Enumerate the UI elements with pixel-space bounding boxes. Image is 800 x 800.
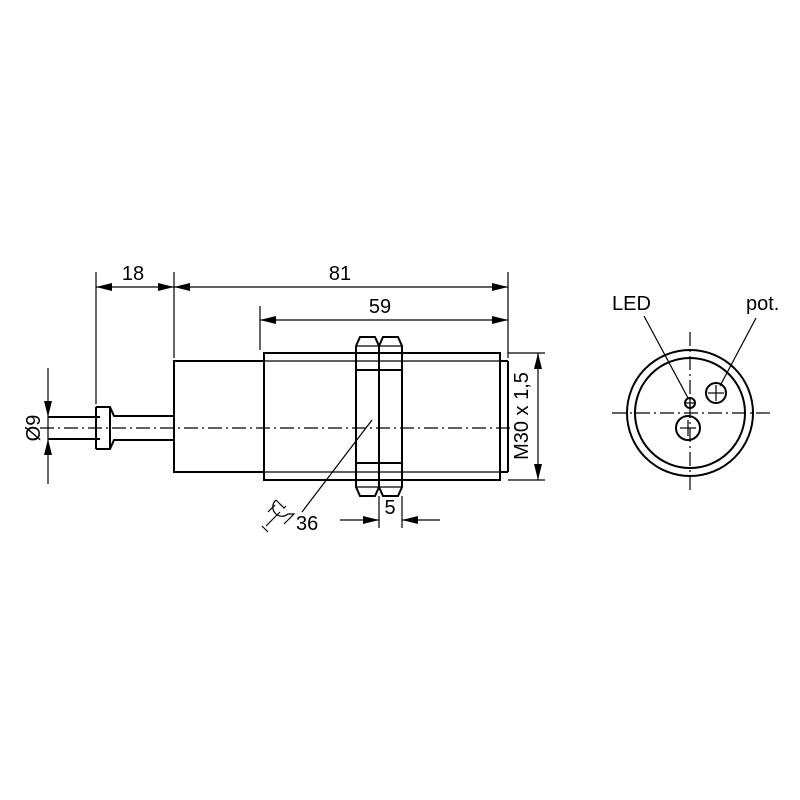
- dim-thread-size: M30 x 1,5: [508, 352, 545, 481]
- sensor-housing: [173, 360, 265, 473]
- dim-cable-length-label: 18: [122, 263, 144, 285]
- dim-nut-width-label: 5: [384, 497, 395, 519]
- potentiometer: pot.: [705, 293, 779, 404]
- threaded-body: [263, 352, 509, 481]
- dim-thread-length-label: 59: [369, 296, 391, 318]
- dim-thread-length: 59: [259, 296, 508, 350]
- dim-cable-diameter-label: Ø9: [23, 415, 45, 442]
- dim-overall-length: 81: [174, 263, 509, 358]
- dim-cable-diameter: Ø9: [23, 368, 52, 484]
- front-view: LED pot.: [612, 293, 779, 494]
- dim-overall-length-label: 81: [329, 263, 351, 285]
- dim-cable-length: 18: [95, 263, 175, 404]
- dim-wrench-size: 36: [261, 419, 373, 535]
- potentiometer-label: pot.: [746, 293, 779, 315]
- wrench-icon: [261, 499, 296, 533]
- side-view: 18 81 59 Ø9: [23, 263, 545, 535]
- dim-wrench-size-label: 36: [296, 513, 318, 535]
- led-indicator: LED: [612, 293, 696, 409]
- dim-thread-size-label: M30 x 1,5: [511, 372, 533, 460]
- led-label: LED: [612, 293, 651, 315]
- center-marker: [675, 415, 701, 441]
- lock-nuts: [355, 336, 403, 497]
- dim-nut-width: 5: [340, 496, 440, 528]
